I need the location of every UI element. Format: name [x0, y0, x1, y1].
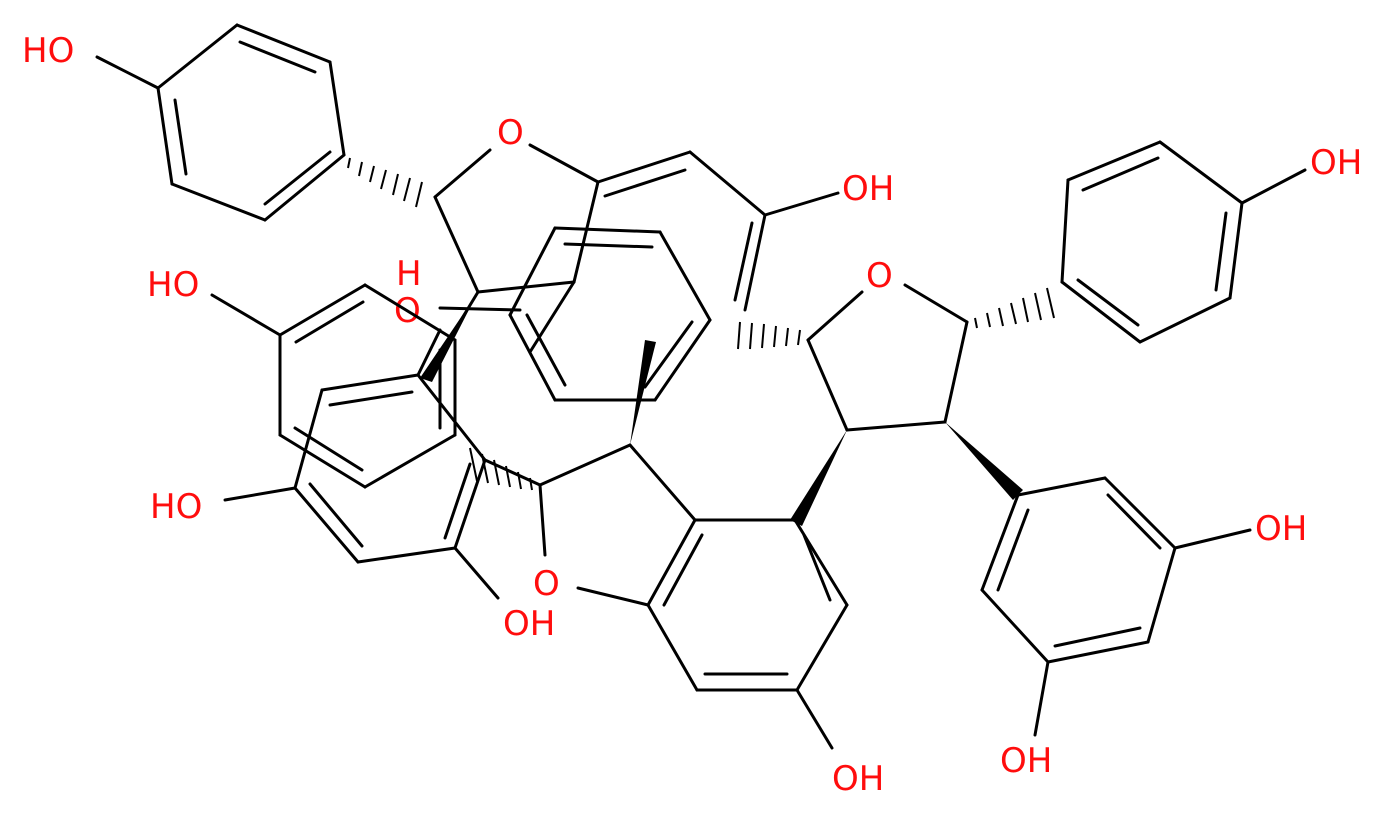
ho-label: HO	[147, 265, 199, 305]
ring-oxygen: O	[533, 564, 560, 604]
ring-top-benzene	[596, 150, 840, 312]
bold-wedge	[420, 292, 478, 382]
ring-top-left-phenol	[95, 23, 346, 222]
ring-lower-furan	[538, 443, 697, 607]
bond-group	[438, 280, 576, 354]
bold-wedge	[790, 430, 847, 526]
ring-top-furan	[433, 143, 600, 294]
oh-label: OH	[503, 604, 555, 644]
oh-label: OH	[1000, 741, 1052, 781]
oh-label: OH	[1310, 143, 1362, 183]
oh-label: HO	[22, 31, 74, 71]
ring-central-phenyl	[508, 226, 712, 402]
hydrogen-label: H	[396, 254, 422, 294]
ho-label: HO	[150, 487, 202, 527]
ring-right-phenol	[1060, 140, 1307, 344]
bold-wedge	[630, 340, 656, 445]
oh-label: OH	[1255, 509, 1307, 549]
ring-right-resorcinol	[980, 476, 1252, 737]
bold-wedge	[945, 422, 1023, 500]
hash-wedge	[974, 287, 1055, 329]
ring-left-resorcinol	[210, 283, 457, 489]
ring-lower-left-phenol	[223, 328, 542, 600]
oh-label: OH	[842, 169, 894, 209]
ring-right-furan	[806, 283, 969, 432]
ring-oxygen: O	[497, 113, 524, 153]
ring-oxygen: O	[866, 256, 893, 296]
oh-label: OH	[832, 759, 884, 799]
ring-lower-benzene	[646, 518, 849, 750]
hash-wedge	[347, 157, 423, 208]
hash-wedge	[737, 321, 801, 350]
